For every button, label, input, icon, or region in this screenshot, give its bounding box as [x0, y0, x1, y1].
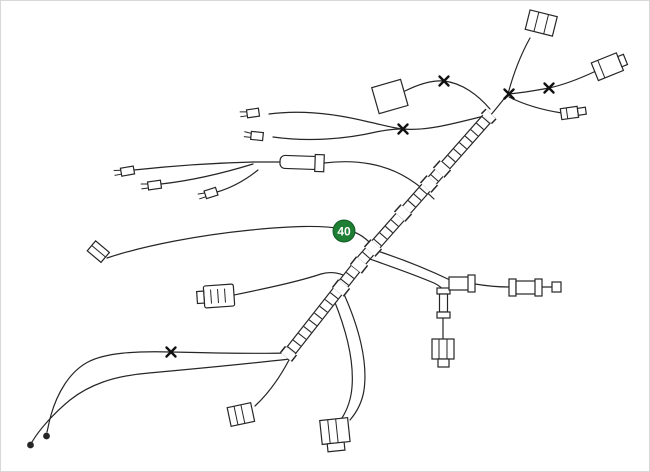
midleft-plug-c [197, 186, 219, 200]
right-inline-connector-1 [448, 274, 476, 293]
callout-40-circle[interactable] [332, 219, 356, 243]
callout-40-badge[interactable]: 40 [332, 219, 356, 243]
angled-left-connector [86, 240, 111, 264]
splice-x-icon-5 [165, 346, 177, 358]
midleft-plug-a [113, 165, 136, 177]
wire-midleft-c [216, 169, 259, 193]
wire-left-fork-a [268, 111, 489, 130]
wire-long-left-branch [106, 225, 373, 259]
splice-x-icon-4 [503, 88, 515, 100]
callout-40-label: 40 [337, 225, 351, 239]
cylinder-connector [524, 9, 558, 37]
splice-x-icon-3 [543, 82, 555, 94]
ring-terminal-b [27, 441, 34, 449]
wire-to-right-plug [508, 96, 563, 114]
bottom-middle-connector [319, 416, 351, 453]
splice-x-icon-2 [397, 123, 409, 135]
left-fork-connector-a [239, 107, 261, 119]
wire-to-bottom-box [254, 359, 290, 407]
top-right-box-connector [590, 52, 629, 82]
left-fork-connector-b [243, 130, 265, 142]
pin-box-connector [195, 283, 236, 309]
main-harness-trunk [279, 108, 497, 362]
inline-tube-connector [279, 153, 325, 173]
wire-left-fork-b [272, 128, 403, 141]
wire-pin-box-branch [233, 272, 350, 296]
wire-right-inline-branch [367, 247, 451, 281]
wire-bottom-middle-a [333, 299, 353, 419]
midleft-plug-b [140, 179, 163, 191]
bottom-left-box-connector [226, 402, 256, 428]
splice-x-icon-1 [438, 75, 450, 87]
wire-bottom-left-b [31, 358, 291, 443]
wire-bottom-middle-b [342, 291, 366, 421]
trunk-fill [282, 110, 495, 360]
top-middle-box-connector [370, 78, 409, 115]
wire-to-vertical-connector [363, 256, 443, 290]
wire-to-cylinder-connector [507, 37, 531, 95]
right-inline-connector-2 [508, 278, 562, 297]
wire-right-inline-mid [474, 283, 510, 288]
right-plug-connector [559, 105, 587, 121]
wire-midleft-a [133, 161, 254, 171]
wire-midleft-b [160, 163, 254, 185]
splice-marks [165, 75, 555, 358]
vertical-bolt-connector [431, 287, 455, 368]
trunk-coupler-bands [279, 108, 497, 362]
branch-wires [31, 37, 597, 443]
ring-terminal-a [43, 432, 50, 440]
